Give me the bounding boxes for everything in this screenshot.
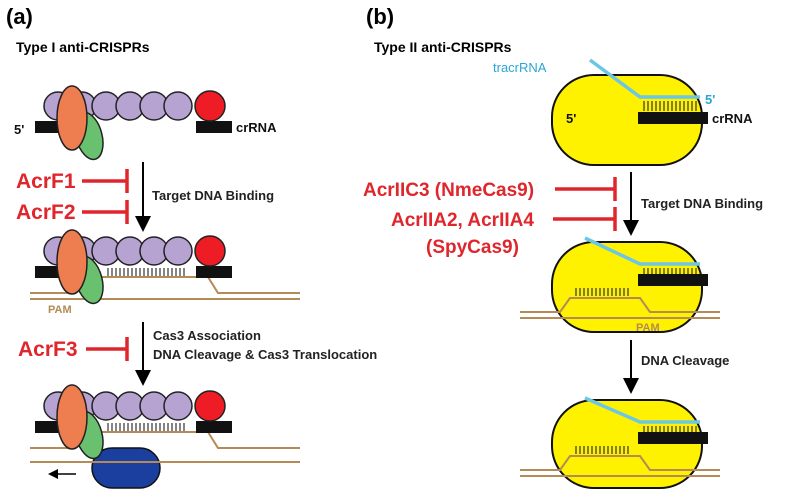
pam-label-b: PAM [636,322,660,334]
cas9-complex-1 [551,58,708,166]
cascade-complex-1 [35,85,232,161]
acriic3-label: AcrIIC3 (NmeCas9) [363,180,534,201]
five-prime-label-b: 5' [566,111,576,126]
panel-b-step2: DNA Cleavage [641,353,729,368]
crrna-label-a: crRNA [236,120,277,135]
cas9-complex-3 [520,396,720,489]
arrow-down-icon [135,370,151,386]
cascade-complex-2 [30,229,300,305]
spycas9-label: (SpyCas9) [426,237,519,258]
acrf1-label: AcrF1 [16,170,76,193]
panel-a-step2-line1: Cas3 Association [153,328,261,343]
cascade-complex-3 [30,384,300,489]
arrow-down-icon [623,220,639,236]
panel-b-letter: (b) [366,4,394,29]
tracrrna-label: tracrRNA [493,60,547,75]
panel-a-title: Type I anti-CRISPRs [16,39,150,55]
cas9-complex-2 [520,236,720,333]
acrf3-label: AcrF3 [18,338,78,361]
panel-a-letter: (a) [6,4,33,29]
acriia2-a4-label: AcrIIA2, AcrIIA4 [391,210,534,231]
arrow-down-icon [135,216,151,232]
crrna-5-bar [35,121,63,133]
panel-b-step1: Target DNA Binding [641,196,763,211]
panel-b-title: Type II anti-CRISPRs [374,39,512,55]
crrna-3-bar [196,121,232,133]
acrf2-label: AcrF2 [16,201,76,224]
crrna-label-b: crRNA [712,111,753,126]
panel-a-step1: Target DNA Binding [152,188,274,203]
tracr-five-prime-label: 5' [705,92,715,107]
arrow-down-icon [623,378,639,394]
five-prime-label-a: 5' [14,122,24,137]
panel-a-step2-line2: DNA Cleavage & Cas3 Translocation [153,347,377,362]
cas3-blob [91,447,161,489]
pam-label-a: PAM [48,304,72,316]
